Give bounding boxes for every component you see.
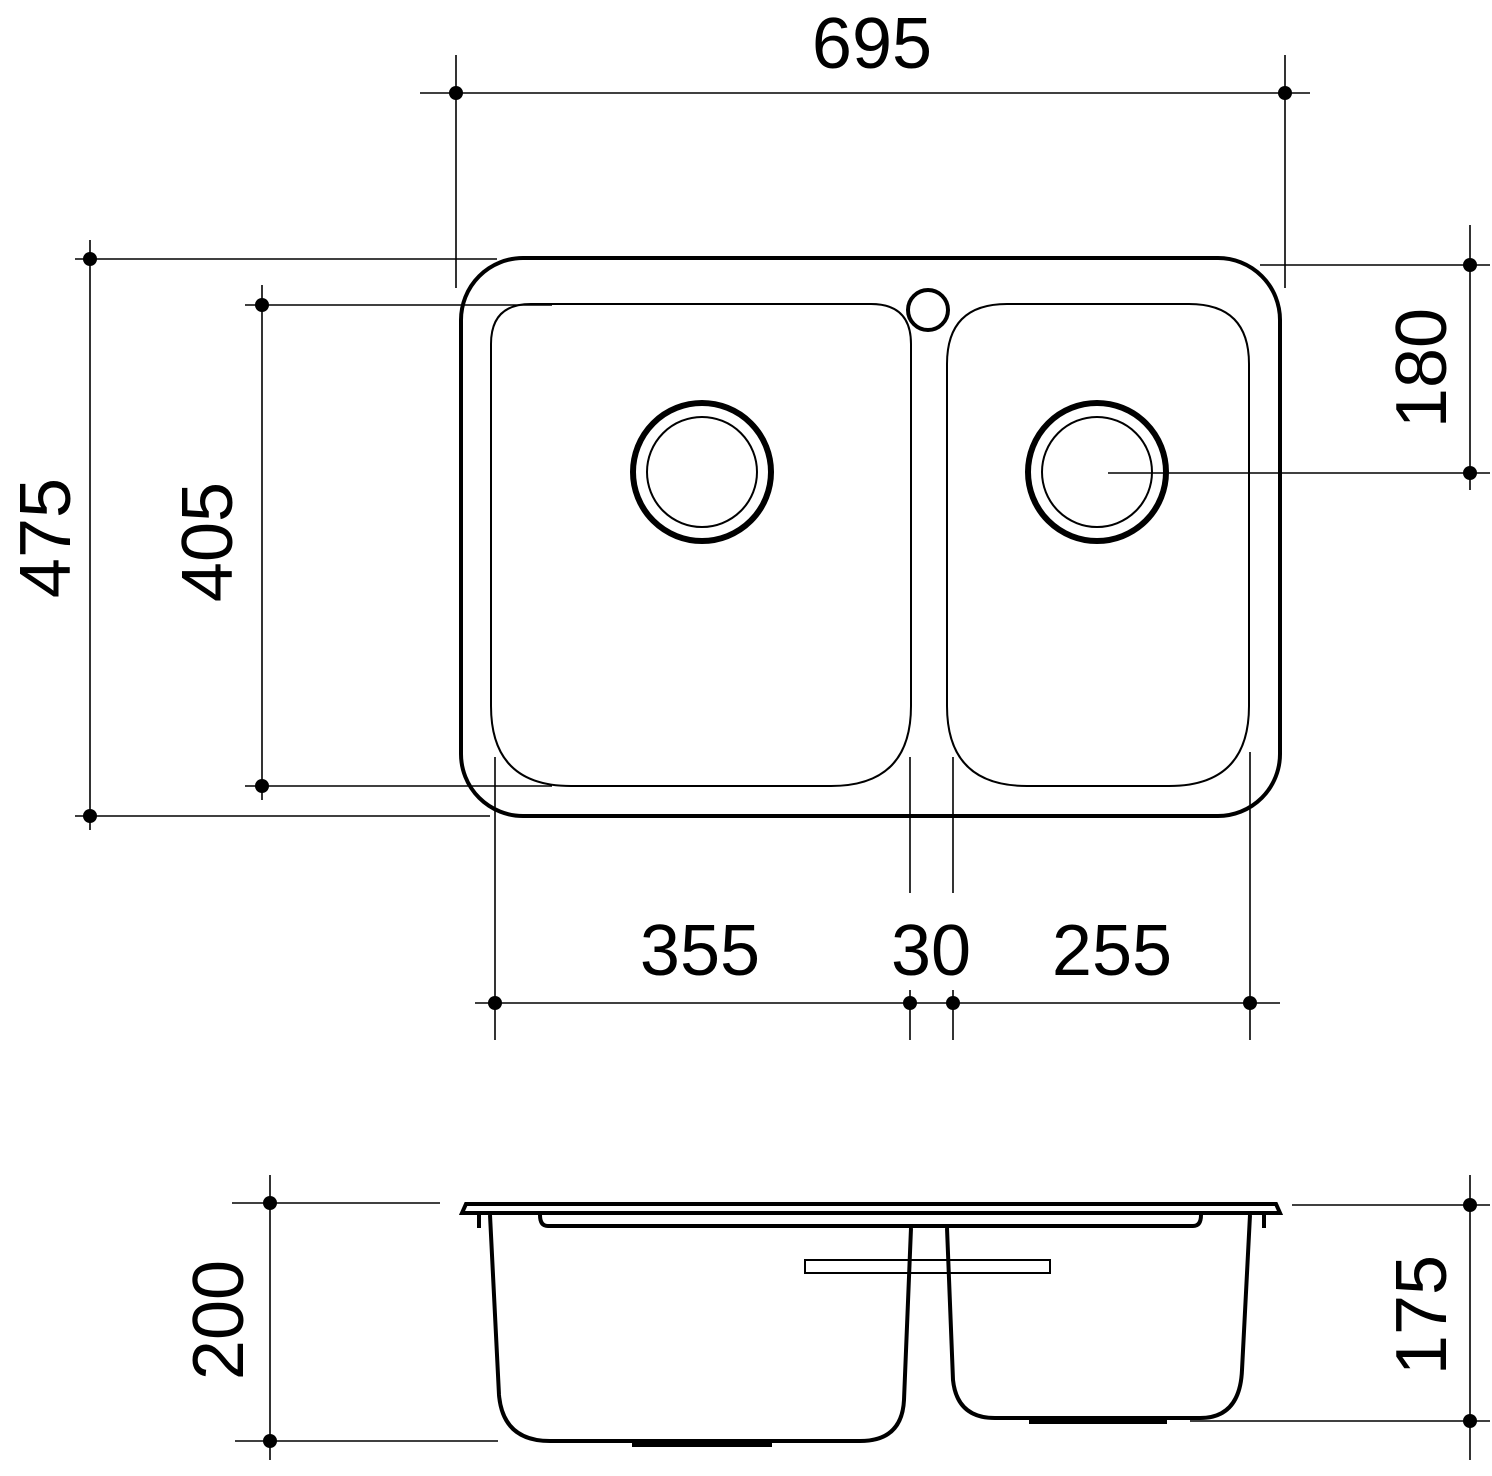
tap-hole — [906, 288, 950, 332]
small-bowl-width-label: 255 — [1052, 911, 1172, 991]
sink-outline — [459, 256, 1282, 818]
small-bowl-waste — [1029, 1418, 1167, 1424]
overall-width-label: 695 — [812, 4, 932, 84]
dimension-large-bowl-height: 200 — [179, 1175, 498, 1460]
bowl-depth-label: 405 — [168, 482, 248, 602]
large-bowl-side — [488, 1214, 913, 1443]
dimension-small-bowl-height: 175 — [1190, 1175, 1490, 1460]
dimension-bowl-widths: 355 30 255 — [475, 752, 1280, 1040]
dimension-bowl-depth: 405 — [168, 285, 552, 800]
overall-depth-label: 475 — [6, 478, 86, 598]
large-bowl-width-label: 355 — [640, 911, 760, 991]
small-bowl-drain — [1025, 400, 1169, 544]
dimension-overall-depth: 475 — [6, 240, 497, 830]
dimension-overall-width: 695 — [420, 4, 1310, 288]
drain-offset-label: 180 — [1382, 308, 1462, 428]
sink-side-view — [458, 1202, 1284, 1447]
large-bowl-outline — [490, 303, 912, 787]
large-bowl-drain — [630, 400, 774, 544]
sink-top-view — [459, 256, 1282, 818]
divider-bar — [804, 1259, 1051, 1274]
divider-width-label: 30 — [891, 911, 971, 991]
small-bowl-height-label: 175 — [1382, 1255, 1462, 1375]
large-bowl-height-label: 200 — [179, 1260, 259, 1380]
rim — [458, 1202, 1284, 1215]
large-bowl-waste — [632, 1441, 772, 1447]
small-bowl-side — [945, 1214, 1252, 1420]
small-bowl-outline — [946, 303, 1250, 787]
dimension-drain-offset: 180 — [1108, 225, 1490, 490]
